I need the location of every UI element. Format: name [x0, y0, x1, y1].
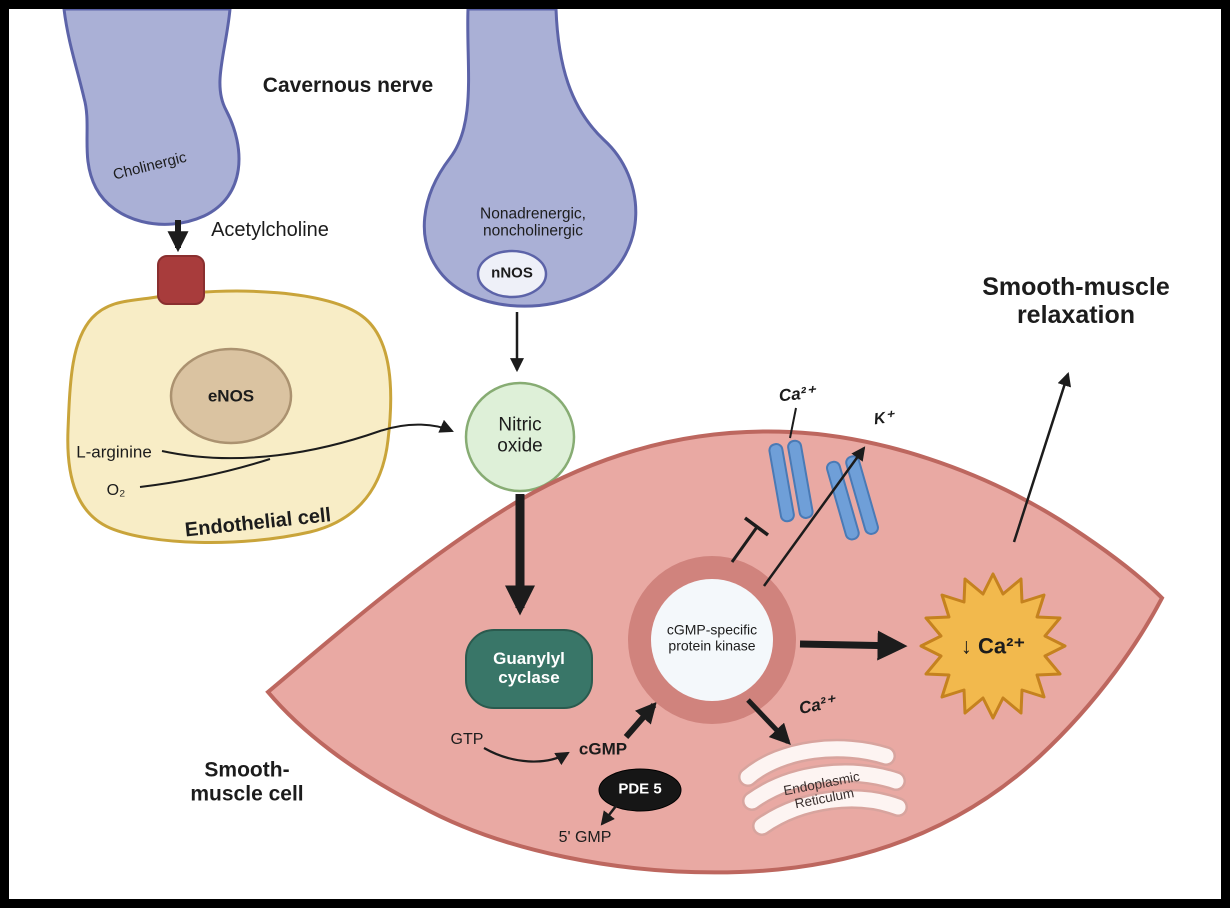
endoplasmic-reticulum-shape — [738, 738, 908, 836]
protein-kinase-label: cGMP-specific protein kinase — [667, 622, 757, 653]
ach-receptor-shape — [157, 255, 205, 305]
pde5-shape — [598, 768, 682, 812]
nitric-oxide-shape — [464, 381, 576, 493]
five-gmp-label: 5' GMP — [558, 829, 612, 847]
relaxation-line2: relaxation — [1016, 301, 1136, 329]
cavernous-nerve-label: Cavernous nerve — [262, 74, 434, 98]
relaxation-arrow — [1012, 372, 1072, 543]
smc-line1: Smooth- — [204, 758, 290, 782]
relaxation-line1: Smooth-muscle — [982, 273, 1170, 301]
guanylyl-line2: cyclase — [498, 668, 560, 687]
ca-decrease-starburst — [919, 572, 1067, 720]
l-arginine-label: L-arginine — [76, 442, 152, 462]
kinase-shape — [651, 579, 773, 701]
pde5-label: PDE 5 — [618, 780, 662, 798]
gtp-to-cgmp-arrow — [483, 747, 570, 766]
nitric-oxide-label: Nitric oxide — [497, 415, 542, 458]
cgmp-label: cGMP — [578, 739, 628, 759]
guanylyl-line1: Guanylyl — [493, 648, 565, 668]
smooth-muscle-relaxation-label: Smooth-muscle relaxation — [982, 273, 1170, 329]
k-channel-label: K⁺ — [872, 408, 896, 429]
guanylyl-cyclase-shape — [465, 629, 593, 709]
smooth-muscle-cell-label: Smooth- muscle cell — [190, 758, 303, 805]
kinase-line1: cGMP-specific — [666, 621, 758, 638]
nanc-line1: Nonadrenergic, — [480, 205, 586, 223]
ca-decrease-label: ↓ Ca²⁺ — [960, 633, 1026, 659]
o2-curve — [139, 458, 271, 488]
gtp-label: GTP — [450, 731, 484, 749]
enos-label: eNOS — [207, 386, 255, 406]
enos-shape — [169, 347, 293, 445]
ca-channel — [768, 439, 814, 523]
kinase-to-k-arrow — [762, 446, 866, 587]
nitric-line2: oxide — [497, 436, 543, 457]
nitric-line1: Nitric — [498, 414, 542, 436]
nanc-line2: noncholinergic — [483, 223, 583, 240]
cgmp-to-kinase-arrow — [623, 701, 657, 739]
k-channel — [826, 455, 879, 541]
kinase-to-ca-decrease-arrow — [799, 630, 908, 661]
nanc-terminal-shape — [422, 7, 638, 308]
ca-inhibit-tbar — [743, 516, 770, 537]
ca-label-line — [789, 407, 797, 439]
kinase-to-ca-line — [730, 526, 759, 563]
nnos-label: nNOS — [491, 264, 533, 282]
larginine-to-no-curve — [161, 419, 454, 460]
o2-label: O₂ — [106, 482, 126, 500]
kinase-line2: protein kinase — [668, 637, 756, 653]
guanylyl-cyclase-label: Guanylyl cyclase — [493, 649, 565, 687]
acetylcholine-label: Acetylcholine — [211, 218, 329, 241]
kinase-to-er-arrow — [746, 698, 791, 746]
nnos-shape — [476, 249, 548, 299]
ca-channel-label: Ca²⁺ — [777, 382, 817, 406]
cholinergic-terminal-shape — [62, 7, 241, 226]
smc-line2: muscle cell — [190, 782, 304, 805]
nanc-label: Nonadrenergic, noncholinergic — [480, 206, 586, 241]
pde5-to-5gmp-arrow — [600, 805, 617, 826]
